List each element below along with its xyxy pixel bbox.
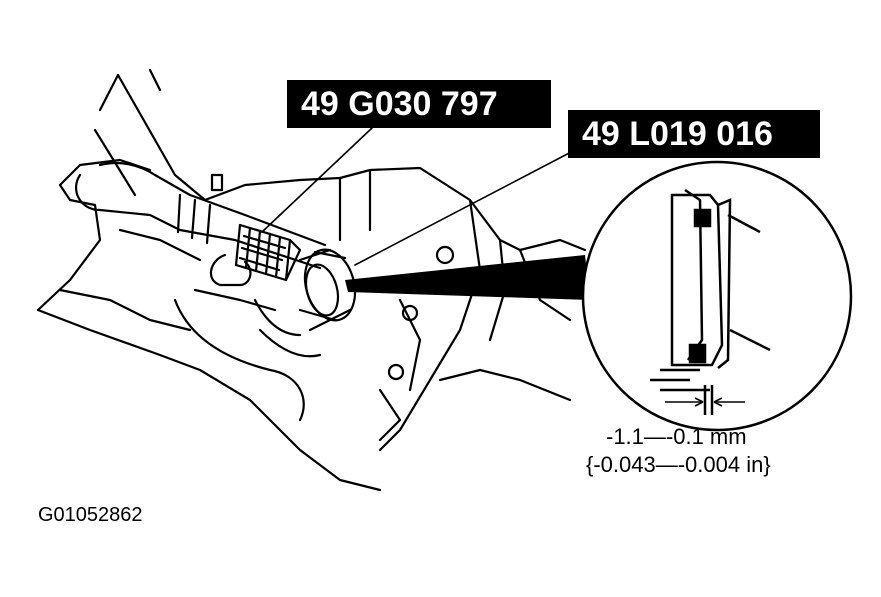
seal-depth-detail bbox=[581, 160, 853, 432]
installer-tool-49G030797 bbox=[74, 161, 327, 282]
tool-label-49-L019-016: 49 L019 016 bbox=[568, 110, 820, 158]
left-hand bbox=[36, 158, 382, 492]
figure-id: G01052862 bbox=[38, 504, 143, 526]
depth-spec-inch: {-0.043—-0.004 in} bbox=[586, 452, 771, 477]
detail-callout-wedge bbox=[345, 255, 590, 300]
leader-lines bbox=[261, 127, 576, 266]
seal-installer-49L019016 bbox=[298, 248, 357, 322]
tool-label-49-G030-797: 49 G030 797 bbox=[287, 80, 551, 128]
right-hand bbox=[209, 253, 322, 358]
depth-spec-mm: -1.1—-0.1 mm bbox=[606, 424, 747, 449]
